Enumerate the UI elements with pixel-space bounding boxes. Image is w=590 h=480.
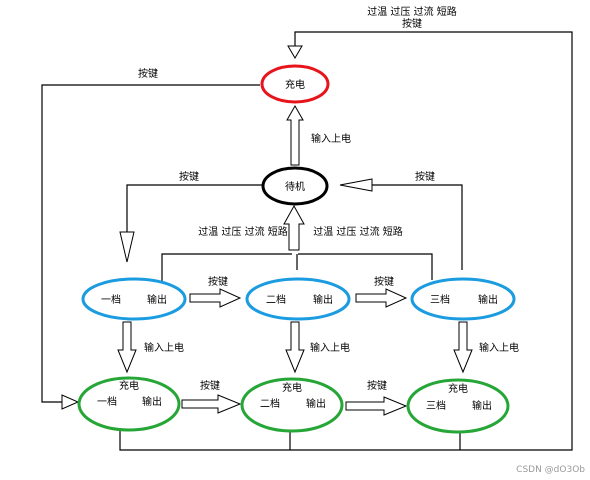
label-key-c1-c2: 按键 <box>200 379 220 392</box>
node-charge3-left: 三档 <box>426 399 446 412</box>
node-charge1 <box>77 376 181 432</box>
node-gear3 <box>410 277 516 321</box>
line-gear3-protect <box>298 253 433 280</box>
label-key-c2-c3: 按键 <box>367 379 387 392</box>
arrow-gear1-to-charge1 <box>117 321 137 374</box>
loop-line-left <box>41 84 260 403</box>
arrow-gear2-to-gear3 <box>355 288 408 308</box>
node-charge3 <box>406 378 510 434</box>
arrow-charge2-to-charge3 <box>345 396 408 416</box>
line-gear3-to-standby <box>372 184 463 270</box>
arrow-gear3-to-charge3 <box>453 321 473 374</box>
node-charge1-left: 一档 <box>97 395 117 408</box>
node-gear2-right: 输出 <box>313 293 333 306</box>
arrow-standby-to-gear1 <box>119 231 135 263</box>
node-standby <box>261 166 329 206</box>
arrow-to-charge-top <box>287 45 303 59</box>
label-key-standby-left: 按键 <box>179 170 199 183</box>
node-charge3-top: 充电 <box>448 382 468 395</box>
node-charge3-right: 输出 <box>472 399 492 412</box>
label-input-power-3: 输入上电 <box>479 341 519 354</box>
arrow-gear3-to-standby <box>339 178 373 192</box>
arrow-gear2-to-charge2 <box>285 321 305 374</box>
node-standby-label: 待机 <box>285 180 305 193</box>
label-protect-top-1: 过温 过压 过流 短路 <box>367 5 457 18</box>
node-charge <box>260 64 330 104</box>
node-gear1-right: 输出 <box>147 293 167 306</box>
label-key-g1-g2: 按键 <box>208 275 228 288</box>
node-gear2 <box>245 277 351 321</box>
label-key-top-left: 按键 <box>138 67 158 80</box>
node-gear2-left: 二档 <box>266 293 286 306</box>
label-protect-mid-right: 过温 过压 过流 短路 <box>313 225 403 238</box>
node-charge-label: 充电 <box>285 78 305 91</box>
label-input-power-top: 输入上电 <box>311 132 351 145</box>
label-input-power-1: 输入上电 <box>144 341 184 354</box>
arrow-gear1-to-gear2 <box>189 288 242 308</box>
node-gear3-right: 输出 <box>478 293 498 306</box>
arrow-to-charge1 <box>61 394 80 410</box>
node-gear3-left: 三档 <box>430 293 450 306</box>
arrow-standby-to-charge <box>286 104 304 166</box>
node-gear1-left: 一档 <box>101 293 121 306</box>
node-charge2-right: 输出 <box>306 397 326 410</box>
line-gear1-protect <box>161 253 292 282</box>
node-charge2-top: 充电 <box>282 381 302 394</box>
label-key-g2-g3: 按键 <box>374 275 394 288</box>
node-charge2 <box>240 377 344 433</box>
arrow-protect-to-standby <box>283 204 305 251</box>
line-standby-to-gear1 <box>126 184 262 233</box>
arrow-charge1-to-charge2 <box>181 394 242 414</box>
loop-line-top <box>119 31 573 451</box>
label-key-standby-right: 按键 <box>415 170 435 183</box>
watermark: CSDN @dO3Ob <box>516 465 585 475</box>
label-protect-mid-left: 过温 过压 过流 短路 <box>198 225 288 238</box>
label-protect-top-2: 按键 <box>402 17 422 30</box>
node-charge2-left: 二档 <box>260 397 280 410</box>
node-charge1-top: 充电 <box>119 379 139 392</box>
label-input-power-2: 输入上电 <box>310 341 350 354</box>
node-charge1-right: 输出 <box>142 395 162 408</box>
node-gear1 <box>81 277 187 321</box>
